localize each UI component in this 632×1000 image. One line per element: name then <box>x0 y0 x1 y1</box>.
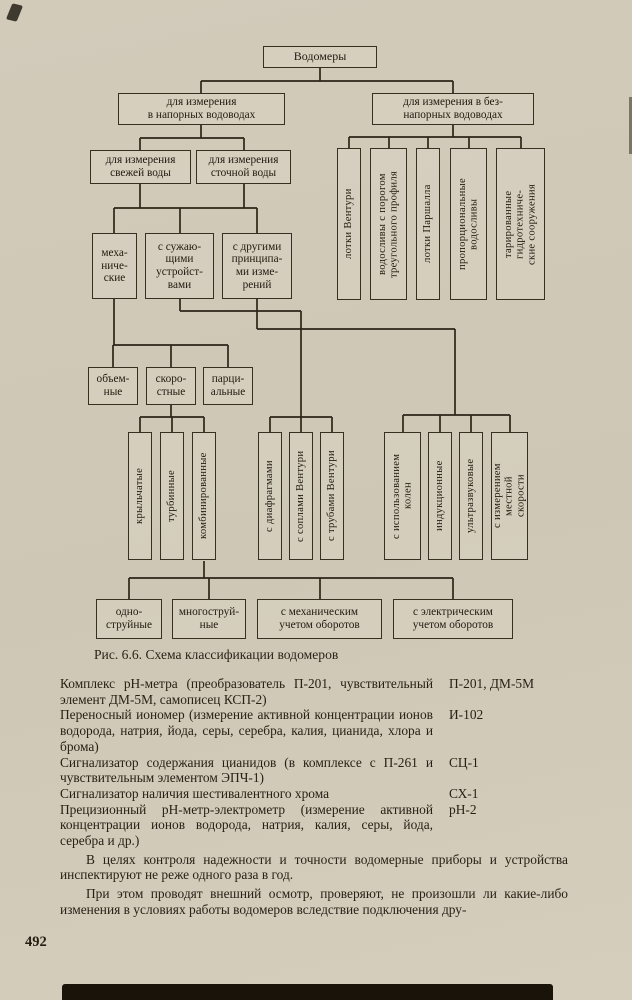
node-triangular-weirs: водосливы с порогом треугольного профиля <box>370 148 407 300</box>
equipment-item: Прецизионный рН-метр-электрометр (измере… <box>60 802 568 849</box>
body-paragraph: В целях контроля надежности и точности в… <box>60 851 568 883</box>
node-other-principles: с другими принципа- ми изме- рений <box>222 233 292 299</box>
node-parshall-flumes: лотки Паршалла <box>416 148 440 300</box>
node-combined: комбинированные <box>192 432 216 560</box>
equipment-model: П-201, ДМ-5М <box>449 676 535 691</box>
node-constriction-devices: с сужаю- щими устройст- вами <box>145 233 214 299</box>
node-turbine: турбинные <box>160 432 184 560</box>
page-number: 492 <box>25 934 47 950</box>
node-induction: индукционные <box>428 432 452 560</box>
figure-caption: Рис. 6.6. Схема классификации водомеров <box>94 647 339 662</box>
node-local-velocity: с измерением местной скорости <box>491 432 528 560</box>
scan-edge-artifact <box>629 97 632 154</box>
node-volumetric: объем- ные <box>88 367 138 405</box>
node-nonpressure-conduits: для измерения в без- напорных водоводах <box>372 93 534 125</box>
body-paragraph: При этом проводят внешний осмотр, провер… <box>60 886 568 917</box>
node-multi-jet: многоструй- ные <box>172 599 246 639</box>
equipment-description: Сигнализатор содержания цианидов (в комп… <box>60 754 433 786</box>
node-root: Водомеры <box>263 46 377 68</box>
node-velocity: скоро- стные <box>146 367 196 405</box>
node-partial: парци- альные <box>203 367 253 405</box>
equipment-description: Комплекс рН-метра (преобразователь П-201… <box>60 676 433 707</box>
body-text: Комплекс рН-метра (преобразователь П-201… <box>60 676 568 918</box>
node-mechanical: меха- ниче- ские <box>92 233 137 299</box>
equipment-description: Переносный иономер (измерение активной к… <box>60 707 433 754</box>
equipment-model: СХ-1 <box>449 785 479 801</box>
node-electric-counter: с электрическим учетом оборотов <box>393 599 513 639</box>
node-single-jet: одно- струйные <box>96 599 162 639</box>
equipment-model: СЦ-1 <box>449 754 479 770</box>
node-fresh-water: для измерения свежей воды <box>90 150 191 184</box>
node-pressure-conduits: для измерения в напорных водоводах <box>118 93 285 125</box>
equipment-item: Комплекс рН-метра (преобразователь П-201… <box>60 676 568 707</box>
equipment-description: Сигнализатор наличия шестивалентного хро… <box>60 785 330 801</box>
node-mechanical-counter: с механическим учетом оборотов <box>257 599 382 639</box>
equipment-model: рН-2 <box>449 801 477 817</box>
connector-lines <box>112 68 522 600</box>
equipment-item: Сигнализатор содержания цианидов (в комп… <box>60 755 568 786</box>
node-venturi-flumes: лотки Вентури <box>337 148 361 300</box>
node-venturi-tubes: с трубами Вентури <box>320 432 344 560</box>
equipment-item: Сигнализатор наличия шестивалентного хро… <box>60 786 568 802</box>
node-venturi-nozzles: с соплами Вентури <box>289 432 313 560</box>
equipment-model: И-102 <box>449 707 484 723</box>
node-elbow-measurement: с использованием колен <box>384 432 421 560</box>
node-waste-water: для измерения сточной воды <box>196 150 291 184</box>
equipment-description: Прецизионный рН-метр-электрометр (измере… <box>60 801 433 849</box>
node-diaphragm: с диафрагмами <box>258 432 282 560</box>
equipment-item: Переносный иономер (измерение активной к… <box>60 707 568 754</box>
node-vane: крыльчатые <box>128 432 152 560</box>
node-ultrasonic: ультразвуковые <box>459 432 483 560</box>
scan-shadow-band <box>62 984 553 1000</box>
node-calibrated-structures: тарированные гидротехниче- ские сооружен… <box>496 148 545 300</box>
node-proportional-weirs: пропорциональные водосливы <box>450 148 487 300</box>
